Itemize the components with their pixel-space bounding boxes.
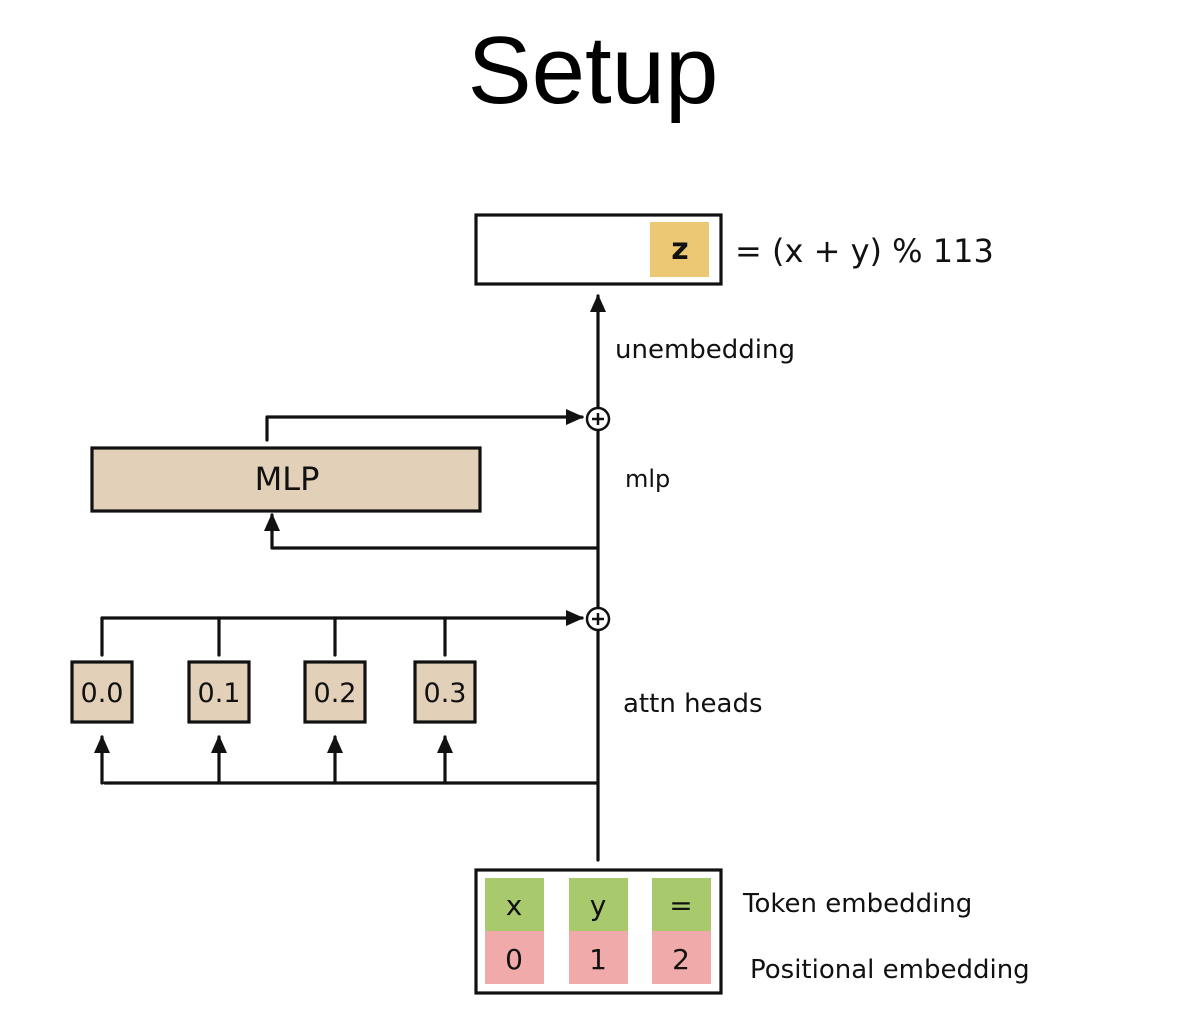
token-value: y (590, 889, 607, 922)
mlp-residual-add-icon (585, 406, 611, 432)
mlp-label: mlp (625, 465, 670, 493)
attn-heads-label: attn heads (623, 689, 763, 719)
attn-head-0-3: 0.3 (413, 616, 477, 785)
input-column-1: y1 (569, 878, 628, 984)
attn-head-box (187, 660, 251, 724)
attn-heads-group: 0.0 0.1 0.2 0.3 (70, 616, 477, 785)
position-value: 1 (589, 943, 607, 976)
token-cell (569, 878, 628, 931)
attn-head-label: 0.0 (81, 678, 124, 709)
attn-head-label: 0.2 (314, 678, 357, 709)
attn-head-0-0: 0.0 (70, 616, 134, 785)
token-value: = (669, 889, 692, 922)
position-cell (569, 931, 628, 984)
mlp-block: MLP (90, 446, 482, 513)
output-formula: = (x + y) % 113 (735, 232, 994, 270)
token-cell (652, 878, 711, 931)
mlp-output-arrow (265, 409, 584, 442)
positional-embedding-label: Positional embedding (750, 955, 1030, 985)
attn-head-box (413, 660, 477, 724)
input-column-2: =2 (652, 878, 711, 984)
attn-residual-add-icon (585, 606, 611, 632)
attn-head-box (303, 660, 367, 724)
position-value: 0 (505, 943, 523, 976)
token-value: x (506, 889, 523, 922)
output-box: z (474, 213, 723, 286)
mlp-input-arrow (264, 513, 600, 550)
attn-head-box (70, 660, 134, 724)
output-token: z (671, 232, 688, 267)
input-column-0: x0 (485, 878, 544, 984)
page-title: Setup (467, 17, 719, 124)
attn-head-0-2: 0.2 (303, 616, 367, 785)
output-token-cell (650, 222, 709, 277)
position-value: 2 (672, 943, 690, 976)
mlp-block-label: MLP (255, 460, 320, 498)
attn-head-label: 0.1 (198, 678, 241, 709)
unembedding-label: unembedding (615, 335, 795, 365)
position-cell (485, 931, 544, 984)
attn-head-label: 0.3 (424, 678, 467, 709)
token-cell (485, 878, 544, 931)
position-cell (652, 931, 711, 984)
attn-head-0-1: 0.1 (187, 616, 251, 785)
token-embedding-label: Token embedding (742, 889, 972, 919)
